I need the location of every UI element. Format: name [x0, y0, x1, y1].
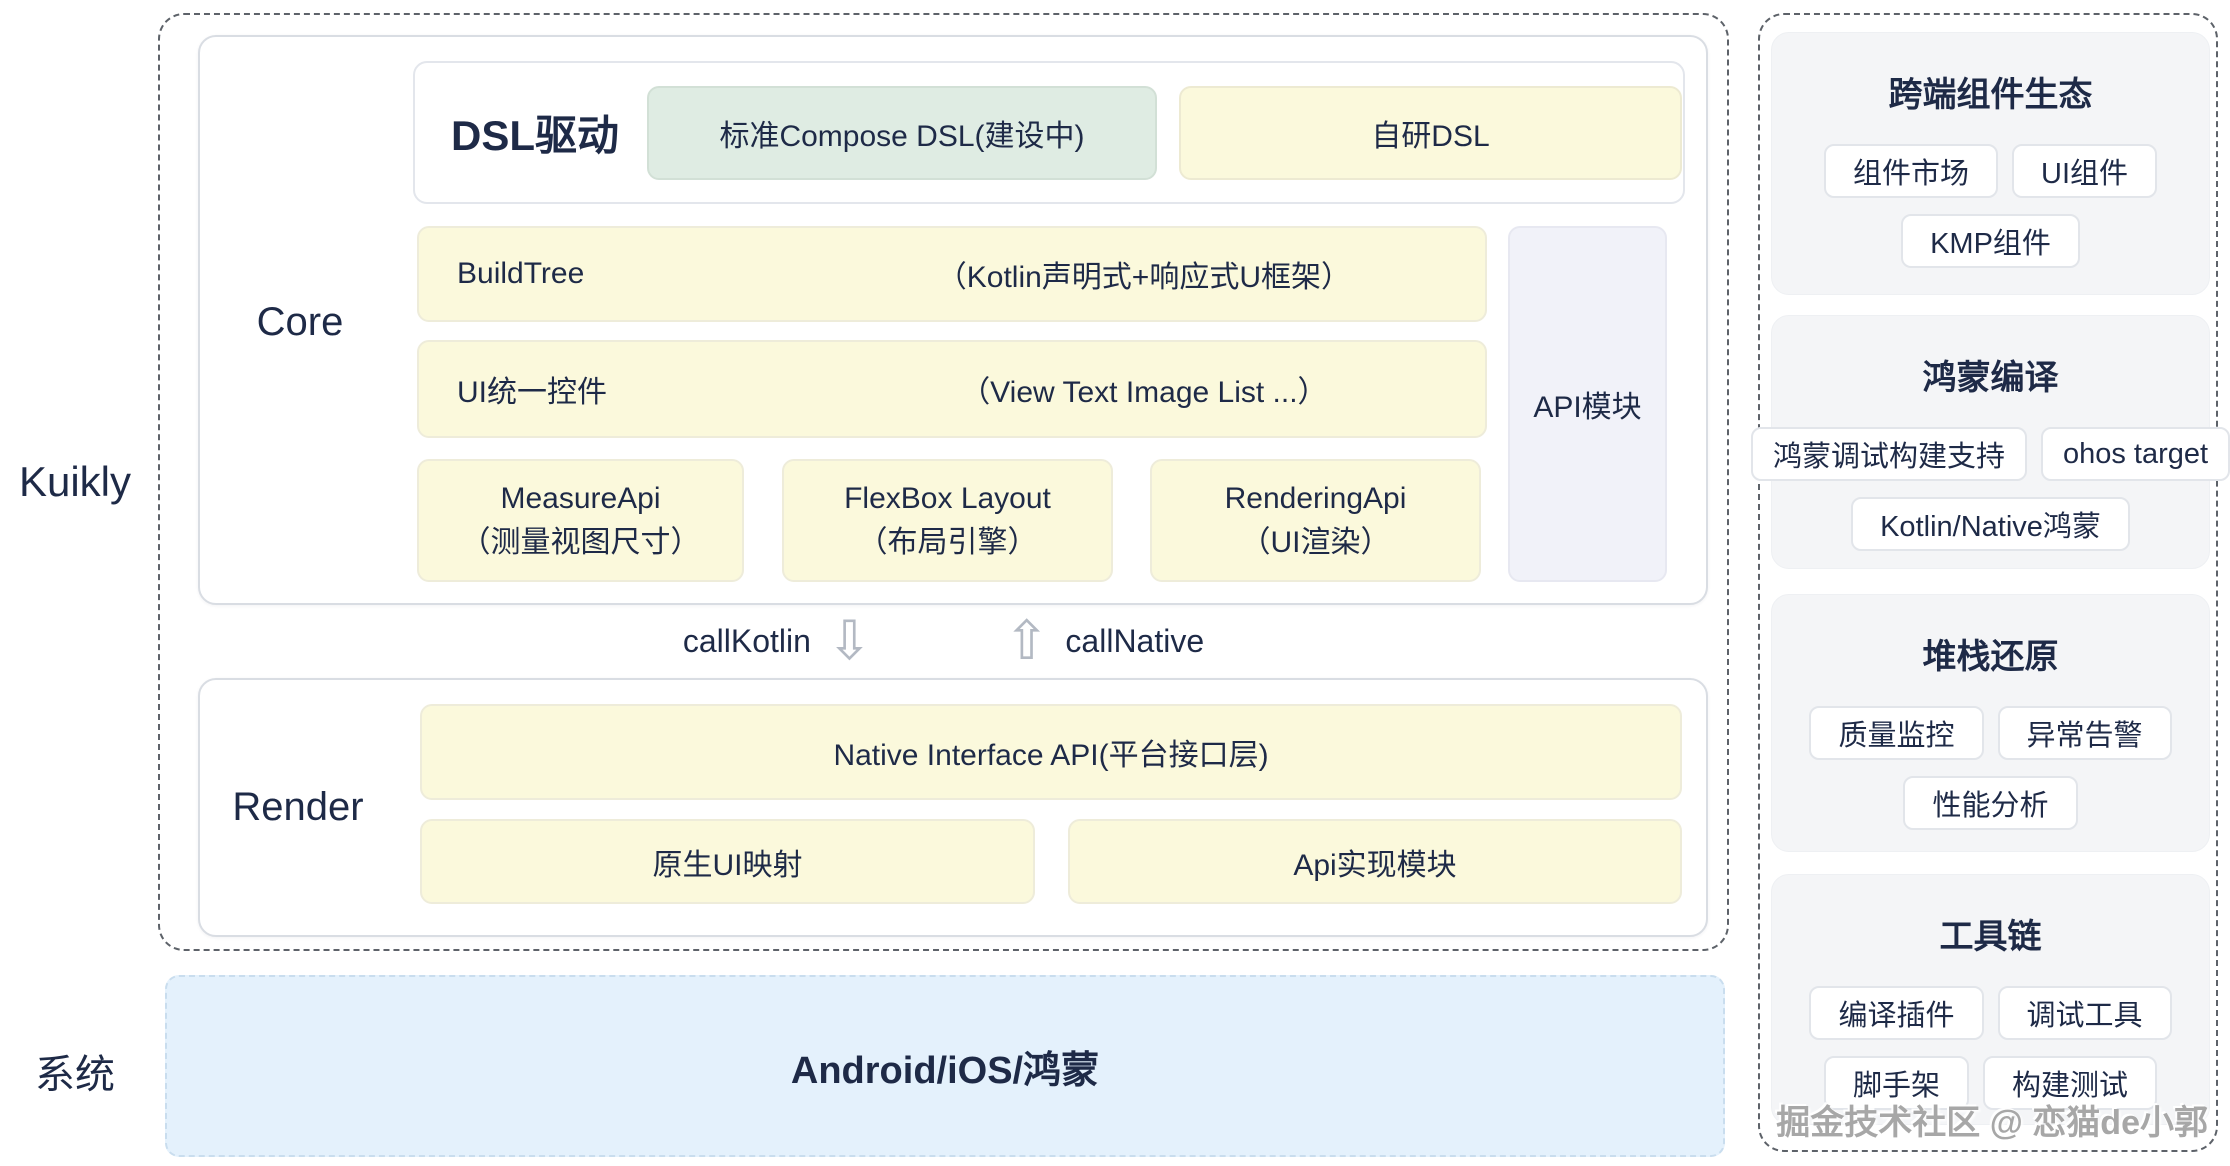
sidebar-section-stack-restore: 堆栈还原 质量监控 异常告警 性能分析 [1771, 594, 2210, 852]
chip-debug-tool: 调试工具 [1997, 986, 2172, 1040]
system-platform-box: Android/iOS/鸿蒙 [165, 975, 1725, 1157]
flexbox-layout-subtitle: （布局引擎） [857, 525, 1038, 559]
kuikly-container: Core DSL驱动 标准Compose DSL(建设中) 自研DSL Buil… [158, 13, 1729, 951]
measure-api-title: MeasureApi [500, 482, 661, 515]
sidebar-container: 跨端组件生态 组件市场 UI组件 KMP组件 鸿蒙编译 鸿蒙调试构建支持 oho… [1750, 13, 2230, 1152]
native-ui-mapping-box: 原生UI映射 [420, 819, 1035, 904]
chip-kotlin-native-harmony: Kotlin/Native鸿蒙 [1851, 497, 2130, 551]
ui-controls-label: UI统一控件 [457, 376, 607, 409]
api-impl-module-label: Api实现模块 [1293, 848, 1457, 882]
api-module-box: API模块 [1508, 226, 1667, 582]
sidebar-section-harmony-compile: 鸿蒙编译 鸿蒙调试构建支持 ohos target Kotlin/Native鸿… [1750, 315, 2230, 569]
core-card: Core DSL驱动 标准Compose DSL(建设中) 自研DSL Buil… [198, 35, 1708, 605]
call-kotlin-label: callKotlin [682, 622, 811, 659]
label-system: 系统 [35, 1053, 115, 1097]
buildtree-note: （Kotlin声明式+响应式U框架） [936, 261, 1351, 294]
dsl-title: DSL驱动 [451, 112, 620, 159]
section-title: 鸿蒙编译 [1922, 359, 2059, 397]
ui-controls-note: （View Text Image List ...） [960, 376, 1328, 409]
native-interface-label: Native Interface API(平台接口层) [833, 739, 1269, 772]
measure-api-box: MeasureApi （测量视图尺寸） [417, 459, 744, 582]
native-ui-mapping-label: 原生UI映射 [652, 848, 803, 882]
chip-ui-component: UI组件 [2012, 144, 2158, 198]
chip-scaffold: 脚手架 [1823, 1056, 1969, 1110]
buildtree-row: BuildTree （Kotlin声明式+响应式U框架） [417, 226, 1487, 322]
section-title: 跨端组件生态 [1888, 76, 2093, 114]
chip-exception-alert: 异常告警 [1997, 706, 2172, 760]
render-label: Render [232, 785, 364, 829]
core-label: Core [256, 300, 344, 344]
ui-controls-row: UI统一控件 （View Text Image List ...） [417, 340, 1487, 438]
sidebar-section-toolchain: 工具链 编译插件 调试工具 脚手架 构建测试 [1771, 874, 2210, 1125]
chip-ohos-target: ohos target [2040, 427, 2230, 481]
chip-harmony-debug-build: 鸿蒙调试构建支持 [1750, 427, 2027, 481]
chip-quality-monitor: 质量监控 [1809, 706, 1984, 760]
label-kuikly: Kuikly [18, 458, 132, 505]
chip-build-test: 构建测试 [1983, 1056, 2158, 1110]
native-interface-row: Native Interface API(平台接口层) [420, 704, 1682, 800]
chip-kmp-component: KMP组件 [1901, 214, 2080, 268]
sidebar-section-component-ecosystem: 跨端组件生态 组件市场 UI组件 KMP组件 [1771, 32, 2210, 295]
chip-compose-dsl: 标准Compose DSL(建设中) [647, 85, 1157, 180]
rendering-api-subtitle: （UI渲染） [1240, 525, 1391, 559]
section-title: 工具链 [1939, 918, 2042, 956]
section-title: 堆栈还原 [1922, 638, 2059, 676]
flexbox-layout-box: FlexBox Layout （布局引擎） [782, 459, 1113, 582]
arrow-up-icon: ⇧ [1004, 609, 1050, 672]
rendering-api-title: RenderingApi [1224, 482, 1407, 515]
flexbox-layout-title: FlexBox Layout [844, 482, 1051, 515]
chip-component-market: 组件市场 [1823, 144, 1998, 198]
call-native-label: callNative [1065, 622, 1205, 659]
chip-performance-analysis: 性能分析 [1903, 776, 2078, 830]
chip-compile-plugin: 编译插件 [1809, 986, 1984, 1040]
api-impl-module-box: Api实现模块 [1068, 819, 1682, 904]
arrow-down-icon: ⇩ [826, 609, 873, 672]
rendering-api-box: RenderingApi （UI渲染） [1150, 459, 1481, 582]
measure-api-subtitle: （测量视图尺寸） [460, 525, 701, 559]
bridge-row: callKotlin ⇩ ⇧ callNative [160, 607, 1727, 675]
buildtree-label: BuildTree [457, 257, 585, 290]
dsl-row-card: DSL驱动 标准Compose DSL(建设中) 自研DSL [413, 61, 1685, 204]
render-card: Render Native Interface API(平台接口层) 原生UI映… [198, 678, 1708, 937]
chip-self-dsl: 自研DSL [1179, 85, 1682, 180]
watermark: 掘金技术社区 @ 恋猫de小郭 [1776, 1104, 2208, 1142]
